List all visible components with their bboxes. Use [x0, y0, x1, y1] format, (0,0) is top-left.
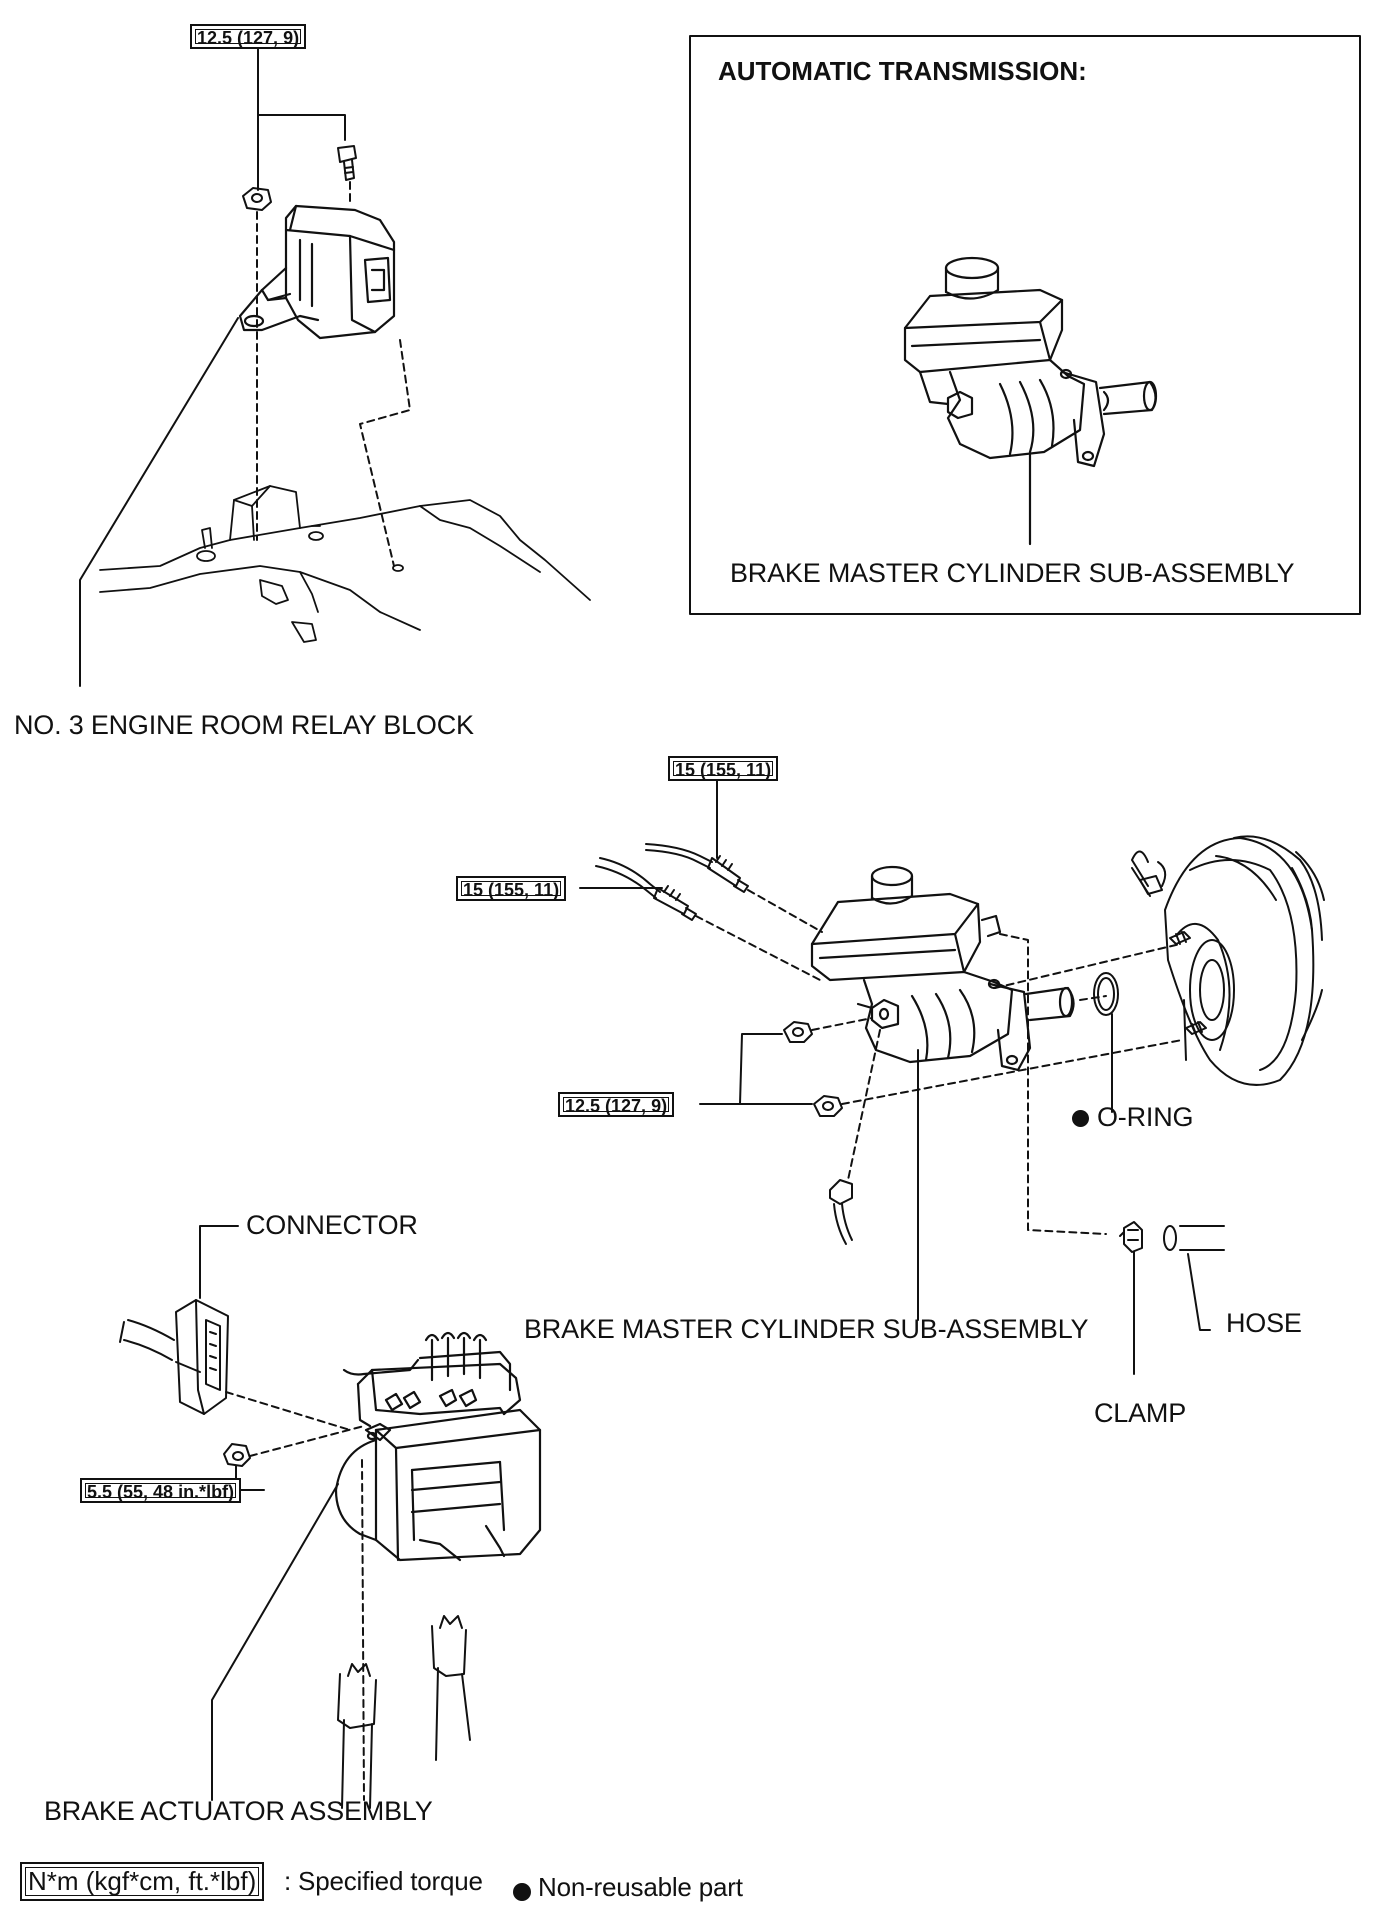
inset-master-cylinder-label: BRAKE MASTER CYLINDER SUB-ASSEMBLY — [730, 558, 1295, 588]
master-cylinder-nut-lower — [813, 1095, 843, 1117]
master-cylinder-nut-upper — [783, 1021, 813, 1043]
inner-fender — [99, 485, 591, 643]
o-ring-label: O-RING — [1072, 1104, 1193, 1131]
relay-block-body — [238, 204, 396, 340]
torque-actuator-nut: 5.5 (55, 48 in.*lbf) — [80, 1478, 242, 1503]
hose — [1163, 1225, 1225, 1251]
legend-torque-text: : Specified torque — [284, 1866, 483, 1896]
master-cylinder-body — [810, 865, 1075, 1072]
clamp-label: CLAMP — [1094, 1398, 1187, 1428]
actuator-body — [334, 1331, 542, 1562]
brake-booster — [1131, 835, 1325, 1086]
connector-label: CONNECTOR — [246, 1210, 418, 1240]
actuator-bracket — [337, 1615, 471, 1809]
inset-master-cylinder — [903, 256, 1158, 546]
torque-relay-block: 12.5 (127, 9) — [190, 24, 307, 49]
master-cylinder-group — [579, 777, 1325, 1375]
master-cylinder-label: BRAKE MASTER CYLINDER SUB-ASSEMBLY — [524, 1314, 1089, 1344]
hose-label: HOSE — [1226, 1308, 1302, 1338]
actuator-label: BRAKE ACTUATOR ASSEMBLY — [44, 1796, 433, 1826]
relay-bolt — [337, 145, 357, 181]
nonreusable-dot — [1072, 1110, 1089, 1128]
connector — [119, 1299, 229, 1415]
legend-nonreusable-text: Non-reusable part — [538, 1872, 743, 1902]
legend-torque-box: N*m (kgf*cm, ft.*lbf) — [20, 1862, 265, 1901]
inset-frame — [689, 35, 1361, 615]
inset-heading: AUTOMATIC TRANSMISSION: — [718, 56, 1087, 86]
torque-brake-line-upper: 15 (155, 11) — [668, 756, 779, 781]
clamp — [1119, 1221, 1143, 1253]
relay-block-group — [79, 47, 591, 687]
torque-master-cylinder-nuts: 12.5 (127, 9) — [558, 1092, 675, 1117]
brake-line-upper — [645, 843, 749, 893]
actuator-nut — [223, 1443, 251, 1467]
sensor-wire — [829, 1179, 853, 1245]
brake-line-lower — [595, 857, 697, 921]
legend-dot — [513, 1883, 531, 1901]
relay-block-label: NO. 3 ENGINE ROOM RELAY BLOCK — [14, 710, 474, 740]
relay-nut — [242, 187, 272, 211]
o-ring — [1093, 972, 1119, 1016]
actuator-group — [119, 1225, 542, 1809]
torque-brake-line-lower: 15 (155, 11) — [456, 876, 567, 901]
